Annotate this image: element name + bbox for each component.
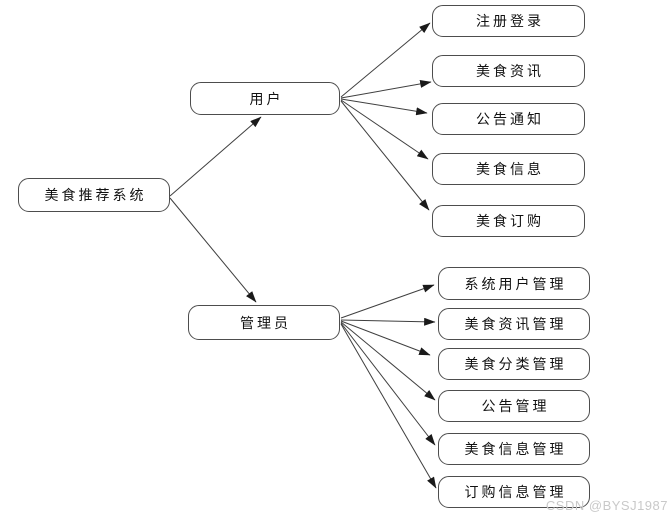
node-food-news: 美食资讯 (432, 55, 585, 87)
connector-user-to-register-login (340, 22, 431, 98)
connector-user-to-food-order (340, 100, 430, 211)
node-food-info-management: 美食信息管理 (438, 433, 590, 465)
connector-admin-to-order-info-mgmt (340, 323, 437, 489)
node-food-order: 美食订购 (432, 205, 585, 237)
node-food-category-management: 美食分类管理 (438, 348, 590, 380)
connector-admin-to-system-user-mgmt (340, 284, 435, 319)
node-user: 用户 (190, 82, 340, 115)
node-announcement-management: 公告管理 (438, 390, 590, 422)
connector-admin-to-announcement-mgmt (340, 321, 436, 401)
connector-admin-to-food-category-mgmt (340, 320, 431, 356)
node-food-info: 美食信息 (432, 153, 585, 185)
node-root-system: 美食推荐系统 (18, 178, 170, 212)
node-food-news-management: 美食资讯管理 (438, 308, 590, 340)
watermark: CSDN @BYSJ1987 (545, 498, 668, 513)
connector-user-to-announcement-notice (340, 98, 428, 116)
connector-admin-to-food-news-mgmt (340, 317, 436, 326)
connector-user-to-food-news (340, 79, 432, 99)
node-register-login: 注册登录 (432, 5, 585, 37)
connector-root-to-user (169, 116, 262, 197)
connector-root-to-admin (169, 197, 257, 303)
node-admin: 管理员 (188, 305, 340, 340)
connector-admin-to-food-info-mgmt (340, 322, 436, 446)
node-system-user-management: 系统用户管理 (438, 267, 590, 300)
connector-user-to-food-info (340, 99, 429, 160)
node-announcement-notice: 公告通知 (432, 103, 585, 135)
node-order-info-management: 订购信息管理 (438, 476, 590, 508)
